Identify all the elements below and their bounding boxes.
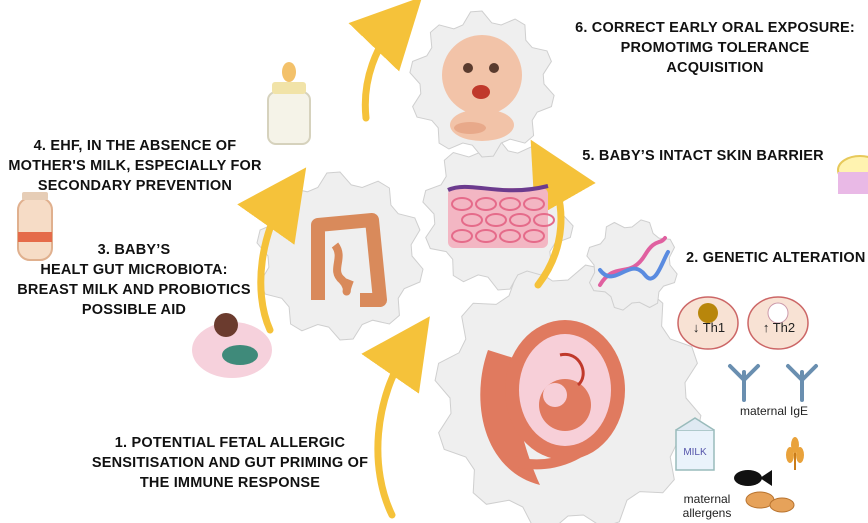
step-4-line-1: 4. EHF, IN THE ABSENCE OF xyxy=(0,136,276,156)
step-4-line-3: SECONDARY PREVENTION xyxy=(0,176,276,196)
peanuts-icon xyxy=(746,492,794,512)
milk-carton-text: MILK xyxy=(683,447,707,458)
skin-barrier-illustration xyxy=(448,186,554,248)
step-1-label: 1. POTENTIAL FETAL ALLERGIC SENSITISATIO… xyxy=(80,433,380,493)
step-6-line-2: PROMOTIMG TOLERANCE xyxy=(570,38,860,58)
th1-text: Th1 xyxy=(703,320,725,335)
step-4-line-2: MOTHER'S MILK, ESPECIALLY FOR xyxy=(0,156,276,176)
step-3-line-1: 3. BABY’S xyxy=(0,240,268,260)
th1-arrow: ↓ xyxy=(693,320,700,335)
step-5-label: 5. BABY’S INTACT SKIN BARRIER xyxy=(578,146,828,166)
breastfeeding-mother-icon xyxy=(192,313,272,378)
step-6-line-1: 6. CORRECT EARLY ORAL EXPOSURE: xyxy=(570,18,860,38)
th2-arrow: ↑ xyxy=(763,320,770,335)
arrow-6 xyxy=(365,22,398,118)
milk-carton-icon: MILK xyxy=(676,418,714,470)
step-6-label: 6. CORRECT EARLY ORAL EXPOSURE: PROMOTIM… xyxy=(570,18,860,78)
step-3-line-3: BREAST MILK AND PROBIOTICS xyxy=(0,280,268,300)
step-3-line-2: HEALT GUT MICROBIOTA: xyxy=(0,260,268,280)
ige-antibody-icons xyxy=(730,366,816,400)
step-1-line-3: THE IMMUNE RESPONSE xyxy=(80,473,380,493)
arrow-1 xyxy=(378,345,410,515)
th2-label: ↑ Th2 xyxy=(754,321,804,335)
th1-label: ↓ Th1 xyxy=(684,321,734,335)
step-1-line-2: SENSITISATION AND GUT PRIMING OF xyxy=(80,453,380,473)
step-3-label: 3. BABY’S HEALT GUT MICROBIOTA: BREAST M… xyxy=(0,240,268,320)
step-5-line-1: 5. BABY’S INTACT SKIN BARRIER xyxy=(578,146,828,166)
maternal-ige-label: maternal IgE xyxy=(724,404,824,418)
step-2-line-1: 2. GENETIC ALTERATION xyxy=(686,248,866,268)
step-2-label: 2. GENETIC ALTERATION xyxy=(686,248,866,268)
maternal-allergens-label: maternal allergens xyxy=(672,492,742,520)
step-4-label: 4. EHF, IN THE ABSENCE OF MOTHER'S MILK,… xyxy=(0,136,276,196)
fish-icon xyxy=(734,470,772,486)
th2-text: Th2 xyxy=(773,320,795,335)
step-6-line-3: ACQUISITION xyxy=(570,58,860,78)
allergens-line-2: allergens xyxy=(672,506,742,520)
step-1-line-1: 1. POTENTIAL FETAL ALLERGIC xyxy=(80,433,380,453)
cream-jar-icon xyxy=(838,156,868,194)
allergens-line-1: maternal xyxy=(672,492,742,506)
baby-bottle-icon xyxy=(268,62,310,144)
baby-eating-illustration xyxy=(442,35,522,141)
wheat-icon xyxy=(786,437,804,470)
step-3-line-4: POSSIBLE AID xyxy=(0,300,268,320)
